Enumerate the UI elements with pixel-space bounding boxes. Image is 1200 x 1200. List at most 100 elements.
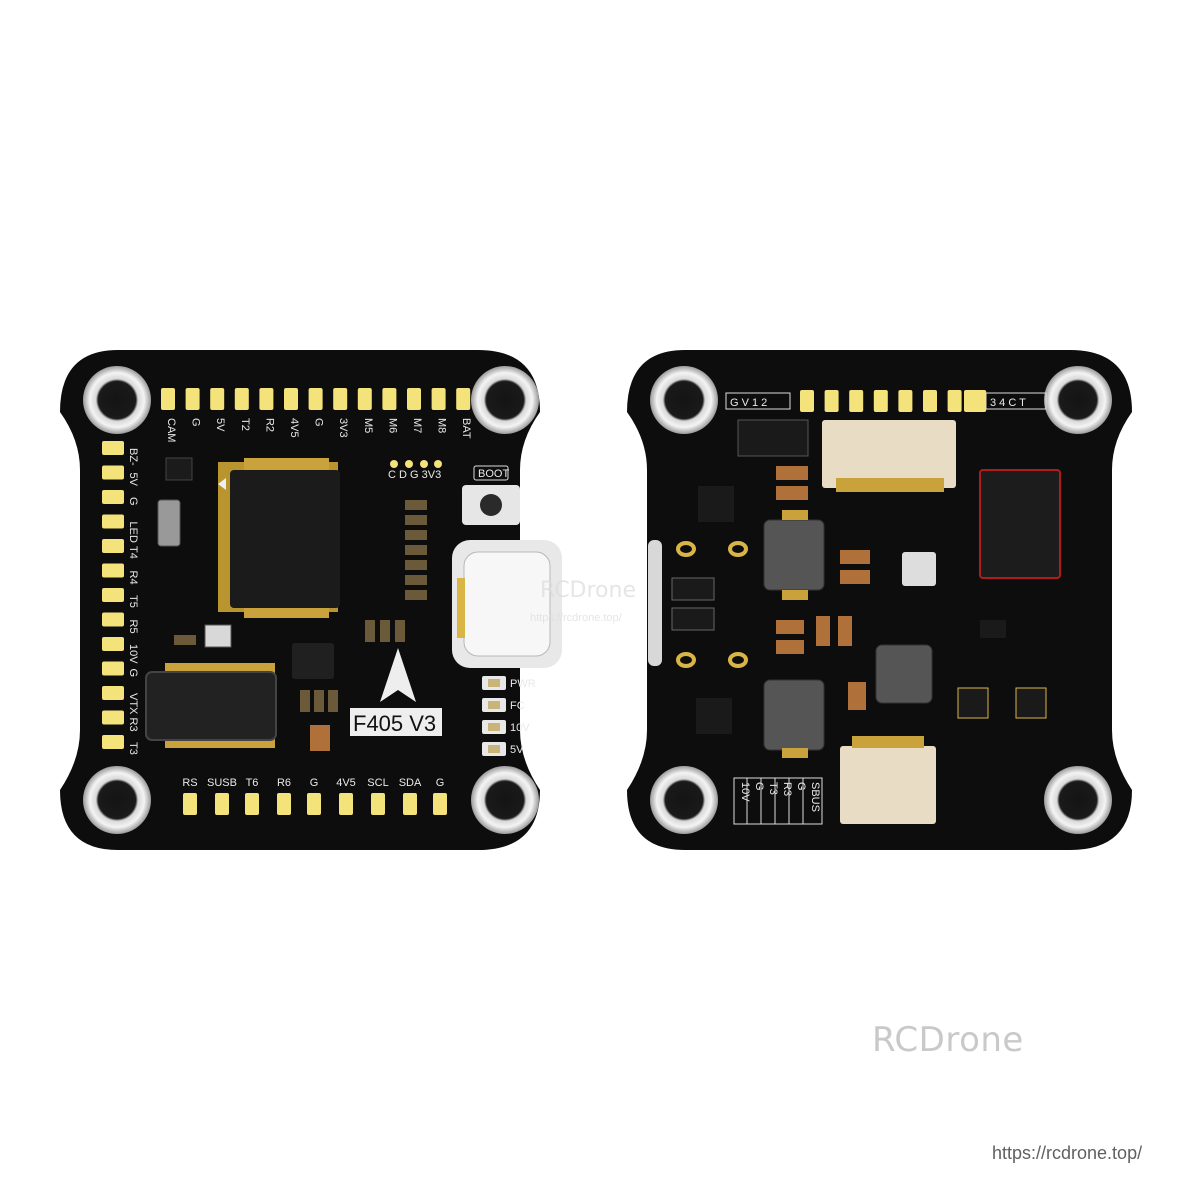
pad-label: M5 xyxy=(362,418,374,433)
brand-watermark: RCDrone xyxy=(872,1020,1024,1060)
crystal xyxy=(157,499,181,547)
sensor-chip xyxy=(902,552,936,586)
diode-b xyxy=(671,607,715,631)
cdg-label: C D G 3V3 xyxy=(388,469,441,481)
pad-label: G xyxy=(127,669,139,678)
pad-10v xyxy=(102,637,124,651)
orientation-arrow xyxy=(380,648,416,702)
pad-label: R4 xyxy=(127,571,139,585)
solder-pad xyxy=(964,390,978,412)
34ct-label: 3 4 C T xyxy=(990,397,1026,409)
pad-label: BAT xyxy=(460,418,472,439)
pad-t3 xyxy=(102,735,124,749)
pad-label: 5V xyxy=(127,473,139,487)
mount-hole-tr xyxy=(1044,366,1112,434)
pad-m5 xyxy=(357,388,372,410)
pad-t6 xyxy=(245,793,259,815)
pad-label: T3 xyxy=(127,742,139,755)
pad-label: T6 xyxy=(246,777,259,789)
pin-label: G xyxy=(753,782,765,791)
flash-connector xyxy=(145,663,277,748)
pad-g xyxy=(185,388,200,410)
pad-label: R5 xyxy=(127,620,139,634)
pad-vtx xyxy=(102,686,124,700)
pad-g xyxy=(102,661,124,676)
pad-4v5 xyxy=(284,388,298,410)
pin-label: 10V xyxy=(739,782,751,802)
pad-r5 xyxy=(102,612,124,627)
solder-pad xyxy=(800,390,814,412)
pad-label: 10V xyxy=(127,644,139,664)
mosfet-top xyxy=(737,419,809,457)
boot-button: BOOT xyxy=(462,465,520,525)
pad-susb xyxy=(215,793,229,815)
pad-label: T4 xyxy=(127,546,139,559)
gold-pad-c xyxy=(782,748,808,758)
pad-5v xyxy=(102,465,124,480)
pad-bz- xyxy=(102,441,124,455)
pad-label: M8 xyxy=(436,418,448,433)
top-solder-pads xyxy=(800,390,987,412)
led-lens xyxy=(488,745,500,753)
pin-label: G xyxy=(795,782,807,791)
pad-g xyxy=(433,793,447,815)
pad-label: G xyxy=(310,777,319,789)
inductor-small xyxy=(875,644,933,704)
pad-t2 xyxy=(234,388,249,410)
pad-label: G xyxy=(127,497,139,506)
pad-label: M7 xyxy=(411,418,423,433)
gv12-label: G V 1 2 xyxy=(730,397,767,409)
pad-g xyxy=(307,793,321,815)
passive-components xyxy=(174,500,427,751)
led-label: 10V xyxy=(510,722,530,734)
pad-m7 xyxy=(407,388,421,410)
model-label: F405 V3 xyxy=(353,711,436,736)
usb-side-pads xyxy=(676,541,748,668)
pad-rs xyxy=(183,793,197,815)
solder-pad xyxy=(873,390,888,412)
mount-hole-bl xyxy=(650,766,718,834)
pad-label-box-left xyxy=(725,392,791,410)
pad-g xyxy=(102,490,124,504)
mount-hole-br xyxy=(471,766,539,834)
capacitors xyxy=(776,466,870,710)
diode-a xyxy=(671,577,715,601)
pad-label: SCL xyxy=(367,777,388,789)
mount-hole-bl xyxy=(83,766,151,834)
mount-hole-tl xyxy=(83,366,151,434)
mount-hole-br xyxy=(1044,766,1112,834)
pad-m6 xyxy=(382,388,397,410)
pad-label: R6 xyxy=(277,777,291,789)
pad-label: RS xyxy=(182,777,197,789)
led-label: 5V xyxy=(510,744,524,756)
pad-g xyxy=(308,388,323,410)
pad-label: T2 xyxy=(239,418,251,431)
pad-m8 xyxy=(431,388,446,410)
pad-3v3 xyxy=(333,388,348,410)
inductor-bottom xyxy=(763,679,825,751)
usb-c-port xyxy=(452,540,562,668)
pad-label: VTX xyxy=(127,693,139,715)
esc-connector xyxy=(822,420,956,492)
gold-pad-b xyxy=(782,590,808,600)
usb-shell-edge xyxy=(648,540,662,666)
pin-label: T3 xyxy=(767,782,779,795)
pad-label: SDA xyxy=(399,777,422,789)
pad-label: BZ- xyxy=(127,448,139,466)
mount-hole-tl xyxy=(650,366,718,434)
pad-bat xyxy=(456,388,471,410)
pad-label: G xyxy=(313,418,325,427)
pad-label: 4V5 xyxy=(336,777,356,789)
pad-t4 xyxy=(102,539,124,553)
pad-r2 xyxy=(259,388,274,410)
center-watermark-url: https://rcdrone.top/ xyxy=(530,612,622,624)
pad-label: LED xyxy=(127,522,139,543)
pad-label: CAM xyxy=(165,418,177,442)
pad-cam xyxy=(161,388,175,410)
solder-pad xyxy=(849,390,864,412)
led-lens xyxy=(488,701,500,709)
